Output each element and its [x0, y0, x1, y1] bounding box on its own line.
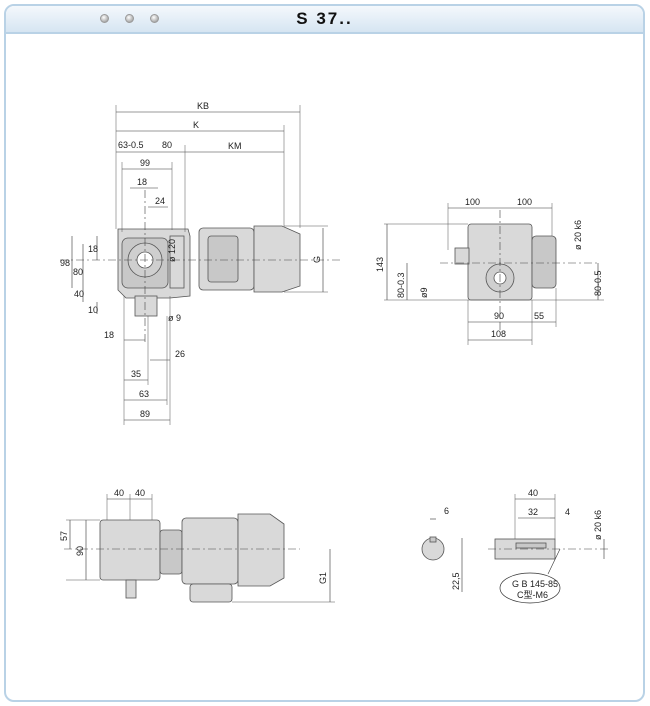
dim-label: ø 20 k6	[573, 220, 583, 250]
dim-label: 32	[528, 507, 538, 517]
dim-label: KM	[228, 141, 242, 151]
dim-label: ø 20 k6	[593, 510, 603, 540]
dim-label: 80-0.3	[396, 272, 406, 298]
callout-line: C型-M6	[517, 590, 548, 600]
view-shaft: 6 22,5 40 32 4 ø 20 k6 G B 145-85 C型-M6	[421, 488, 610, 604]
dim-label: ø 120	[167, 239, 177, 262]
dim-label: 57	[59, 531, 69, 541]
dim-label: 99	[140, 158, 150, 168]
fan-cover-bottom	[237, 513, 285, 587]
dim-label: 80	[73, 267, 83, 277]
terminal-box-bottom	[189, 583, 233, 603]
housing-bottom	[99, 519, 161, 581]
dim-label: 18	[104, 330, 114, 340]
foot-block	[134, 295, 158, 317]
dim-label: 143	[375, 257, 385, 272]
dim-label: ø 9	[168, 313, 181, 323]
shaft-stub	[125, 579, 137, 599]
side-hub	[454, 247, 470, 265]
dim-label: 55	[534, 311, 544, 321]
dim-label: 80-0.5	[593, 270, 603, 296]
dim-label: 4	[565, 507, 570, 517]
view-top: KB K KM 63-0.5 80 99 18 24 98 18 80 40 1…	[60, 101, 340, 425]
dim-label: 90	[75, 546, 85, 556]
motor-fan-cover	[253, 225, 301, 293]
dim-label: 18	[137, 177, 147, 187]
adapter-flange	[169, 235, 185, 289]
dim-label: 6	[444, 506, 449, 516]
title-bar: S 37..	[6, 6, 643, 34]
callout-bubble	[499, 572, 561, 604]
dim-label: 80	[162, 140, 172, 150]
dim-label: 90	[494, 311, 504, 321]
dim-label: 98	[60, 258, 70, 268]
dim-label: 18	[88, 244, 98, 254]
dim-label: 40	[135, 488, 145, 498]
window-dot-icon[interactable]	[150, 14, 159, 23]
dim-label: KB	[197, 101, 209, 111]
dim-label: 89	[140, 409, 150, 419]
keyway	[429, 536, 437, 543]
dim-label: 22,5	[451, 572, 461, 590]
motor-bottom	[181, 517, 239, 585]
dim-label: 24	[155, 196, 165, 206]
dim-label: 108	[491, 329, 506, 339]
dim-label: 40	[74, 289, 84, 299]
dim-label: 26	[175, 349, 185, 359]
dim-label: 10	[88, 305, 98, 315]
adapter-bottom	[159, 529, 183, 575]
dim-label: 40	[114, 488, 124, 498]
window-dot-icon[interactable]	[100, 14, 109, 23]
terminal-box	[207, 235, 239, 283]
callout-line: G B 145-85	[512, 579, 558, 589]
dim-label: K	[193, 120, 199, 130]
drawing-frame: S 37..	[4, 4, 645, 702]
dim-label: 63	[139, 389, 149, 399]
dim-label: 63-0.5	[118, 140, 144, 150]
dim-label: 40	[528, 488, 538, 498]
dim-label: 100	[517, 197, 532, 207]
dim-label: ø9	[419, 287, 429, 298]
motor-face	[531, 235, 557, 289]
window-dot-icon[interactable]	[125, 14, 134, 23]
view-bottom: 40 40 57 90 G1	[59, 488, 335, 603]
view-side: 100 100 143 80-0.3 ø9 ø 20 k6 80-0.5 90 …	[375, 197, 604, 345]
dim-label: 35	[131, 369, 141, 379]
dim-label: 100	[465, 197, 480, 207]
dim-label: G	[312, 256, 322, 263]
page-title: S 37..	[296, 9, 353, 28]
key	[515, 542, 547, 549]
dim-label: G1	[318, 572, 328, 584]
